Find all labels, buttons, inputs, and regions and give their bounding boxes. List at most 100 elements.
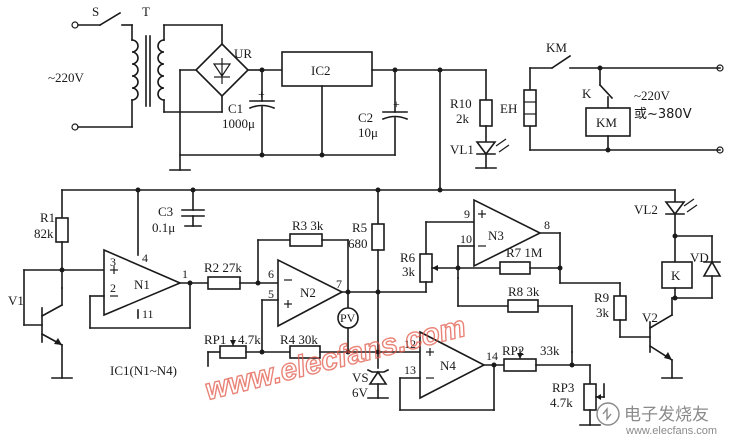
label-pin1: 1: [182, 267, 188, 281]
n2-opamp: [277, 258, 344, 328]
vl1-led: [475, 141, 497, 156]
label-switch-s: S: [92, 4, 99, 19]
label-vs-value: 6V: [352, 385, 369, 400]
label-n3: N3: [488, 228, 504, 243]
label-r6-name: R6: [400, 250, 416, 265]
label-r3: R3 3k: [292, 218, 324, 233]
label-pin14: 14: [486, 349, 498, 363]
label-c3-name: C3: [158, 204, 173, 219]
switch-s: [98, 11, 122, 27]
label-supply-out-1: ~220V: [634, 88, 671, 103]
logo-url-text: www.elecfans.com: [625, 425, 717, 437]
label-pin11: 11: [142, 307, 154, 321]
eh-heater: [523, 89, 537, 127]
relay-k-coil: [661, 261, 693, 289]
label-r1-name: R1: [40, 210, 55, 225]
label-mains-input: ~220V: [48, 70, 85, 85]
label-v1: V1: [8, 293, 24, 308]
label-pin4: 4: [142, 251, 148, 265]
vl2-led: [664, 201, 686, 216]
label-c1-value: 1000μ: [222, 116, 255, 131]
label-c1-name: C1: [228, 101, 243, 116]
label-bridge-ur: UR: [234, 46, 252, 61]
label-vl1: VL1: [450, 142, 474, 157]
rp2-potentiometer: [503, 358, 537, 372]
label-supply-out-2: 或~380V: [634, 107, 692, 122]
vs-zener: [368, 370, 388, 385]
label-rp2-value: 33k: [540, 343, 560, 358]
terminal-right-bottom: [716, 146, 724, 154]
r5-resistor: [371, 223, 385, 251]
label-pin12: 12: [404, 337, 416, 351]
label-pin5: 5: [268, 287, 274, 301]
label-r2: R2 27k: [204, 260, 242, 275]
label-km-contact: KM: [546, 40, 567, 55]
label-r8: R8 3k: [508, 284, 540, 299]
r8-resistor: [507, 299, 539, 313]
label-r5-name: R5: [352, 220, 367, 235]
label-vs-name: VS: [352, 370, 369, 385]
label-r9-value: 3k: [596, 305, 610, 320]
km-contact: [550, 54, 572, 70]
transformer-secondary: [157, 39, 165, 101]
terminal-bottom-left: [71, 123, 79, 131]
label-pin8: 8: [544, 218, 550, 232]
r6-resistor: [419, 253, 433, 283]
logo-icon: [596, 402, 620, 426]
label-rp2: RP2: [502, 343, 524, 358]
label-r10-name: R10: [450, 96, 472, 111]
logo-chinese-text: 电子发烧友: [624, 405, 709, 425]
label-c2-value: 10μ: [358, 125, 378, 140]
rp3-potentiometer: [583, 383, 597, 411]
label-rp3-name: RP3: [552, 380, 574, 395]
r1-resistor: [55, 217, 69, 243]
k-contact: [598, 83, 614, 100]
label-eh: EH: [500, 101, 517, 116]
label-ic2: IC2: [311, 63, 331, 78]
r9-resistor: [613, 295, 627, 321]
terminal-top-left: [71, 21, 79, 29]
label-c2-name: C2: [358, 110, 373, 125]
label-r7: R7 1M: [506, 245, 543, 260]
label-n1: N1: [134, 277, 150, 292]
r10-resistor: [479, 99, 493, 127]
svg-text:+: +: [258, 87, 265, 101]
label-rp1-value: 4.7k: [238, 332, 261, 347]
label-ic1: IC1(N1~N4): [110, 363, 177, 378]
vl2-light-icon: [683, 198, 695, 207]
label-relay-k: K: [671, 268, 681, 283]
transformer-primary: [131, 39, 139, 101]
r2-resistor: [207, 276, 241, 290]
label-r1-value: 82k: [34, 226, 54, 241]
label-n2: N2: [300, 285, 316, 300]
label-r5-value: 680: [348, 236, 368, 251]
n3-opamp: [473, 198, 542, 268]
label-pin9: 9: [464, 207, 470, 221]
km-coil: [585, 107, 631, 137]
ic2-regulator: [281, 51, 373, 87]
label-pin7: 7: [336, 277, 342, 291]
label-r10-value: 2k: [456, 111, 470, 126]
svg-text:+: +: [393, 97, 400, 111]
label-pin13: 13: [404, 363, 416, 377]
label-rp1: RP1: [204, 332, 226, 347]
led-light-icon: [495, 138, 507, 147]
label-vd: VD: [690, 250, 709, 265]
r3-resistor: [289, 233, 323, 247]
label-pin6: 6: [268, 267, 274, 281]
label-n4: N4: [440, 358, 456, 373]
label-r6-value: 3k: [402, 264, 416, 279]
label-pv: PV: [340, 311, 356, 325]
rp1-potentiometer: [219, 345, 247, 359]
n4-opamp: [419, 330, 486, 400]
r7-resistor: [499, 261, 531, 275]
logo-badge: 电子发烧友 www.elecfans.com: [596, 402, 717, 437]
label-pin2: 2: [110, 281, 116, 295]
n1-opamp: [103, 248, 183, 317]
label-rp3-value: 4.7k: [550, 395, 573, 410]
label-r9-name: R9: [594, 290, 609, 305]
label-transformer-t: T: [142, 4, 150, 19]
label-v2: V2: [642, 310, 658, 325]
